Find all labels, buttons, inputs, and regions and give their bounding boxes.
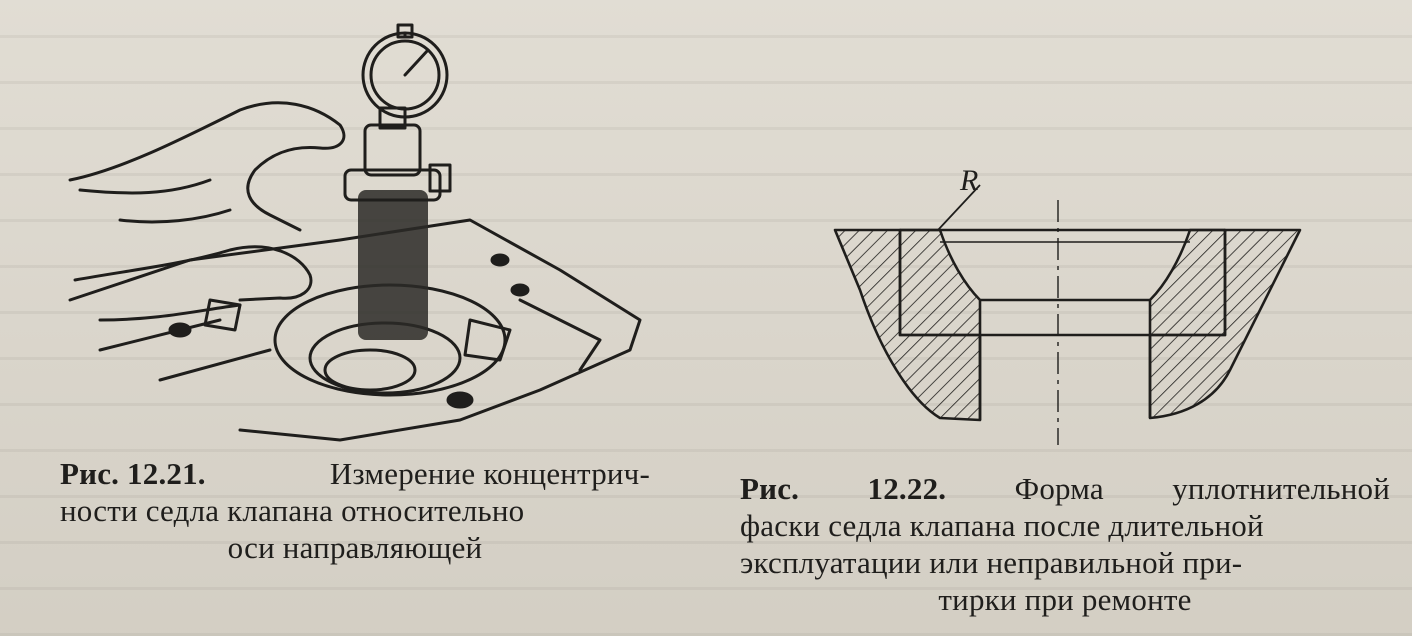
caption-line-2: фаски седла клапана после длительной <box>740 508 1264 543</box>
figure-valve-seat-section: R <box>833 164 1302 445</box>
caption-line-3: оси направляющей <box>227 530 483 565</box>
caption-number: Рис. 12.21. <box>60 456 206 491</box>
caption-line-2: ности седла клапана относительно <box>60 493 525 528</box>
caption-line-4: тирки при ремонте <box>938 582 1192 617</box>
caption-figure-12-21: Рис. 12.21. Измерение концентрич- ности … <box>60 455 650 566</box>
caption-word: Форма <box>1014 471 1104 506</box>
caption-word: уплотнительной <box>1172 471 1390 506</box>
radius-label: R <box>959 164 978 197</box>
caption-figure-12-22: Рис. 12.22. Форма уплотнительной фаски с… <box>740 470 1390 618</box>
caption-number-2: 12.22. <box>867 471 947 506</box>
caption-line-1: Рис. 12.22. Форма уплотнительной <box>740 470 1390 507</box>
figure-dial-indicator-illustration <box>68 23 642 442</box>
caption-line-3: эксплуатации или неправильной при- <box>740 545 1243 580</box>
caption-text: Измерение концентрич- <box>329 456 650 491</box>
caption-line-1: Рис. 12.21. Измерение концентрич- <box>60 455 650 492</box>
caption-number: Рис. <box>740 471 800 506</box>
